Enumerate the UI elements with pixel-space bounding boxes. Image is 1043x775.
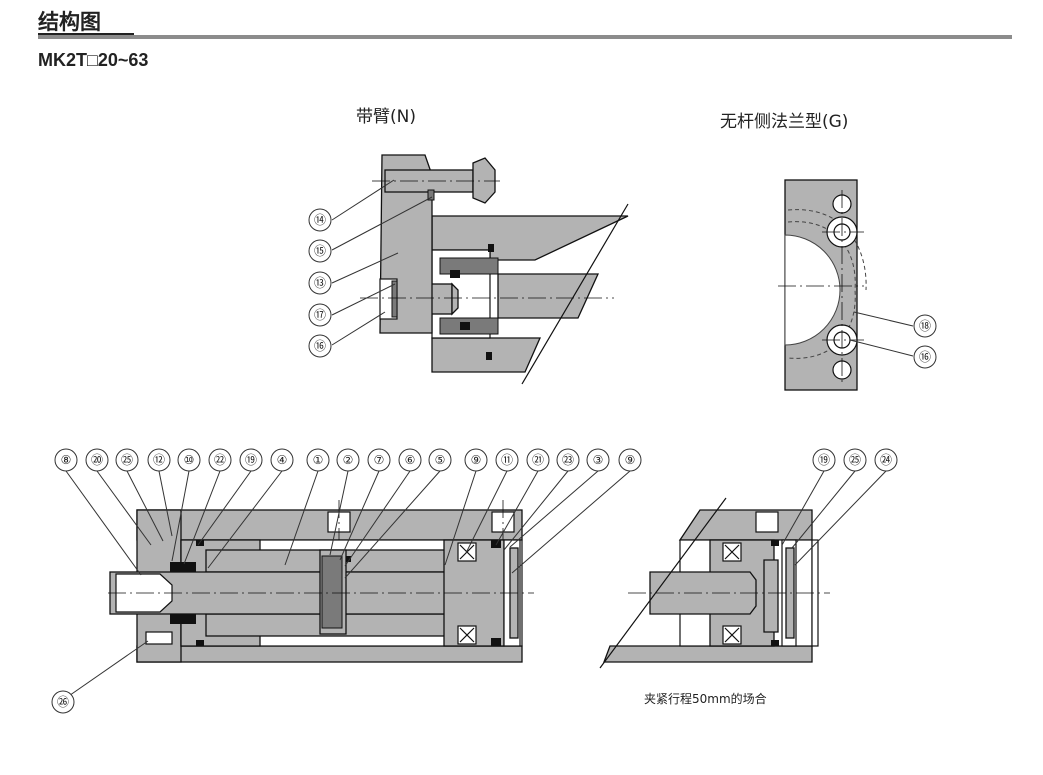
callout-11 [495,448,519,472]
callout-16-label: ⑯ [314,339,326,353]
callout-13 [308,271,332,295]
callout-19b-label: ⑲ [818,453,830,467]
callout-15 [308,239,332,263]
flange-view-caption: 无杆侧法兰型(G) [720,112,849,132]
arm-view-callouts: ⑭ ⑮ ⑬ ⑰ ⑯ [308,208,332,358]
arm-view-caption: 带臂(N) [356,107,416,127]
callout-16b [913,345,937,369]
clamp-view-drawing [599,470,887,669]
callout-4 [270,448,294,472]
callout-19b [812,448,836,472]
model-label: MK2T□20~63 [38,50,149,70]
page-title: 结构图 [38,10,101,34]
callout-3 [586,448,610,472]
callout-9b [618,448,642,472]
callout-26 [51,690,75,714]
callout-25-label: ㉕ [121,453,133,467]
callout-17 [308,303,332,327]
callout-20 [85,448,109,472]
callout-24-label: ㉔ [880,453,892,467]
callout-22-label: ㉒ [214,453,226,467]
callout-19 [239,448,263,472]
callout-17-label: ⑰ [314,308,326,322]
callout-25 [115,448,139,472]
flange-view-drawing [778,179,914,391]
callout-8-label: ⑧ [61,453,72,467]
callout-1 [306,448,330,472]
callout-14 [308,208,332,232]
callout-3-label: ③ [593,453,604,467]
clamp-view-callouts: ⑲ ㉕ ㉔ [812,448,898,472]
callout-7-label: ⑦ [374,453,385,467]
title-underline [38,33,134,35]
callout-21 [526,448,550,472]
callout-12 [147,448,171,472]
callout-5 [428,448,452,472]
callout-25b-label: ㉕ [849,453,861,467]
callout-18 [913,314,937,338]
callout-21-label: ㉑ [532,453,544,467]
callout-10-label: ⑩ [184,453,195,467]
callout-16 [308,334,332,358]
callout-11-label: ⑪ [501,453,513,467]
callout-25b [843,448,867,472]
callout-9b-label: ⑨ [625,453,636,467]
title-rule [38,35,1012,39]
callout-2 [336,448,360,472]
callout-19-label: ⑲ [245,453,257,467]
callout-6-label: ⑥ [405,453,416,467]
callout-7 [367,448,391,472]
callout-1-label: ① [313,453,324,467]
callout-22 [208,448,232,472]
callout-9-label: ⑨ [471,453,482,467]
callout-14-label: ⑭ [314,213,326,227]
callout-23-label: ㉓ [562,453,574,467]
callout-8 [54,448,78,472]
callout-2-label: ② [343,453,354,467]
callout-9 [464,448,488,472]
flange-view-callouts: ⑱ ⑯ [913,314,937,369]
clamp-stroke-note: 夹紧行程50mm的场合 [644,692,767,706]
callout-12-label: ⑫ [153,453,165,467]
callout-10 [177,448,201,472]
callout-16b-label: ⑯ [919,350,931,364]
main-section-drawing [62,470,631,701]
arm-view-drawing [331,154,629,385]
callout-23 [556,448,580,472]
callout-15-label: ⑮ [314,244,326,258]
callout-26-label: ㉖ [57,695,69,709]
callout-24 [874,448,898,472]
callout-20-label: ⑳ [91,453,103,467]
callout-13-label: ⑬ [314,276,326,290]
callout-6 [398,448,422,472]
main-section-callouts: ⑧ ⑳ ㉕ ⑫ ⑩ ㉒ ⑲ ④ ① ② ⑦ ⑥ ⑤ ⑨ ⑪ ㉑ ㉓ ③ ⑨ [51,448,642,714]
callout-5-label: ⑤ [435,453,446,467]
callout-4-label: ④ [277,453,288,467]
callout-18-label: ⑱ [919,319,931,333]
